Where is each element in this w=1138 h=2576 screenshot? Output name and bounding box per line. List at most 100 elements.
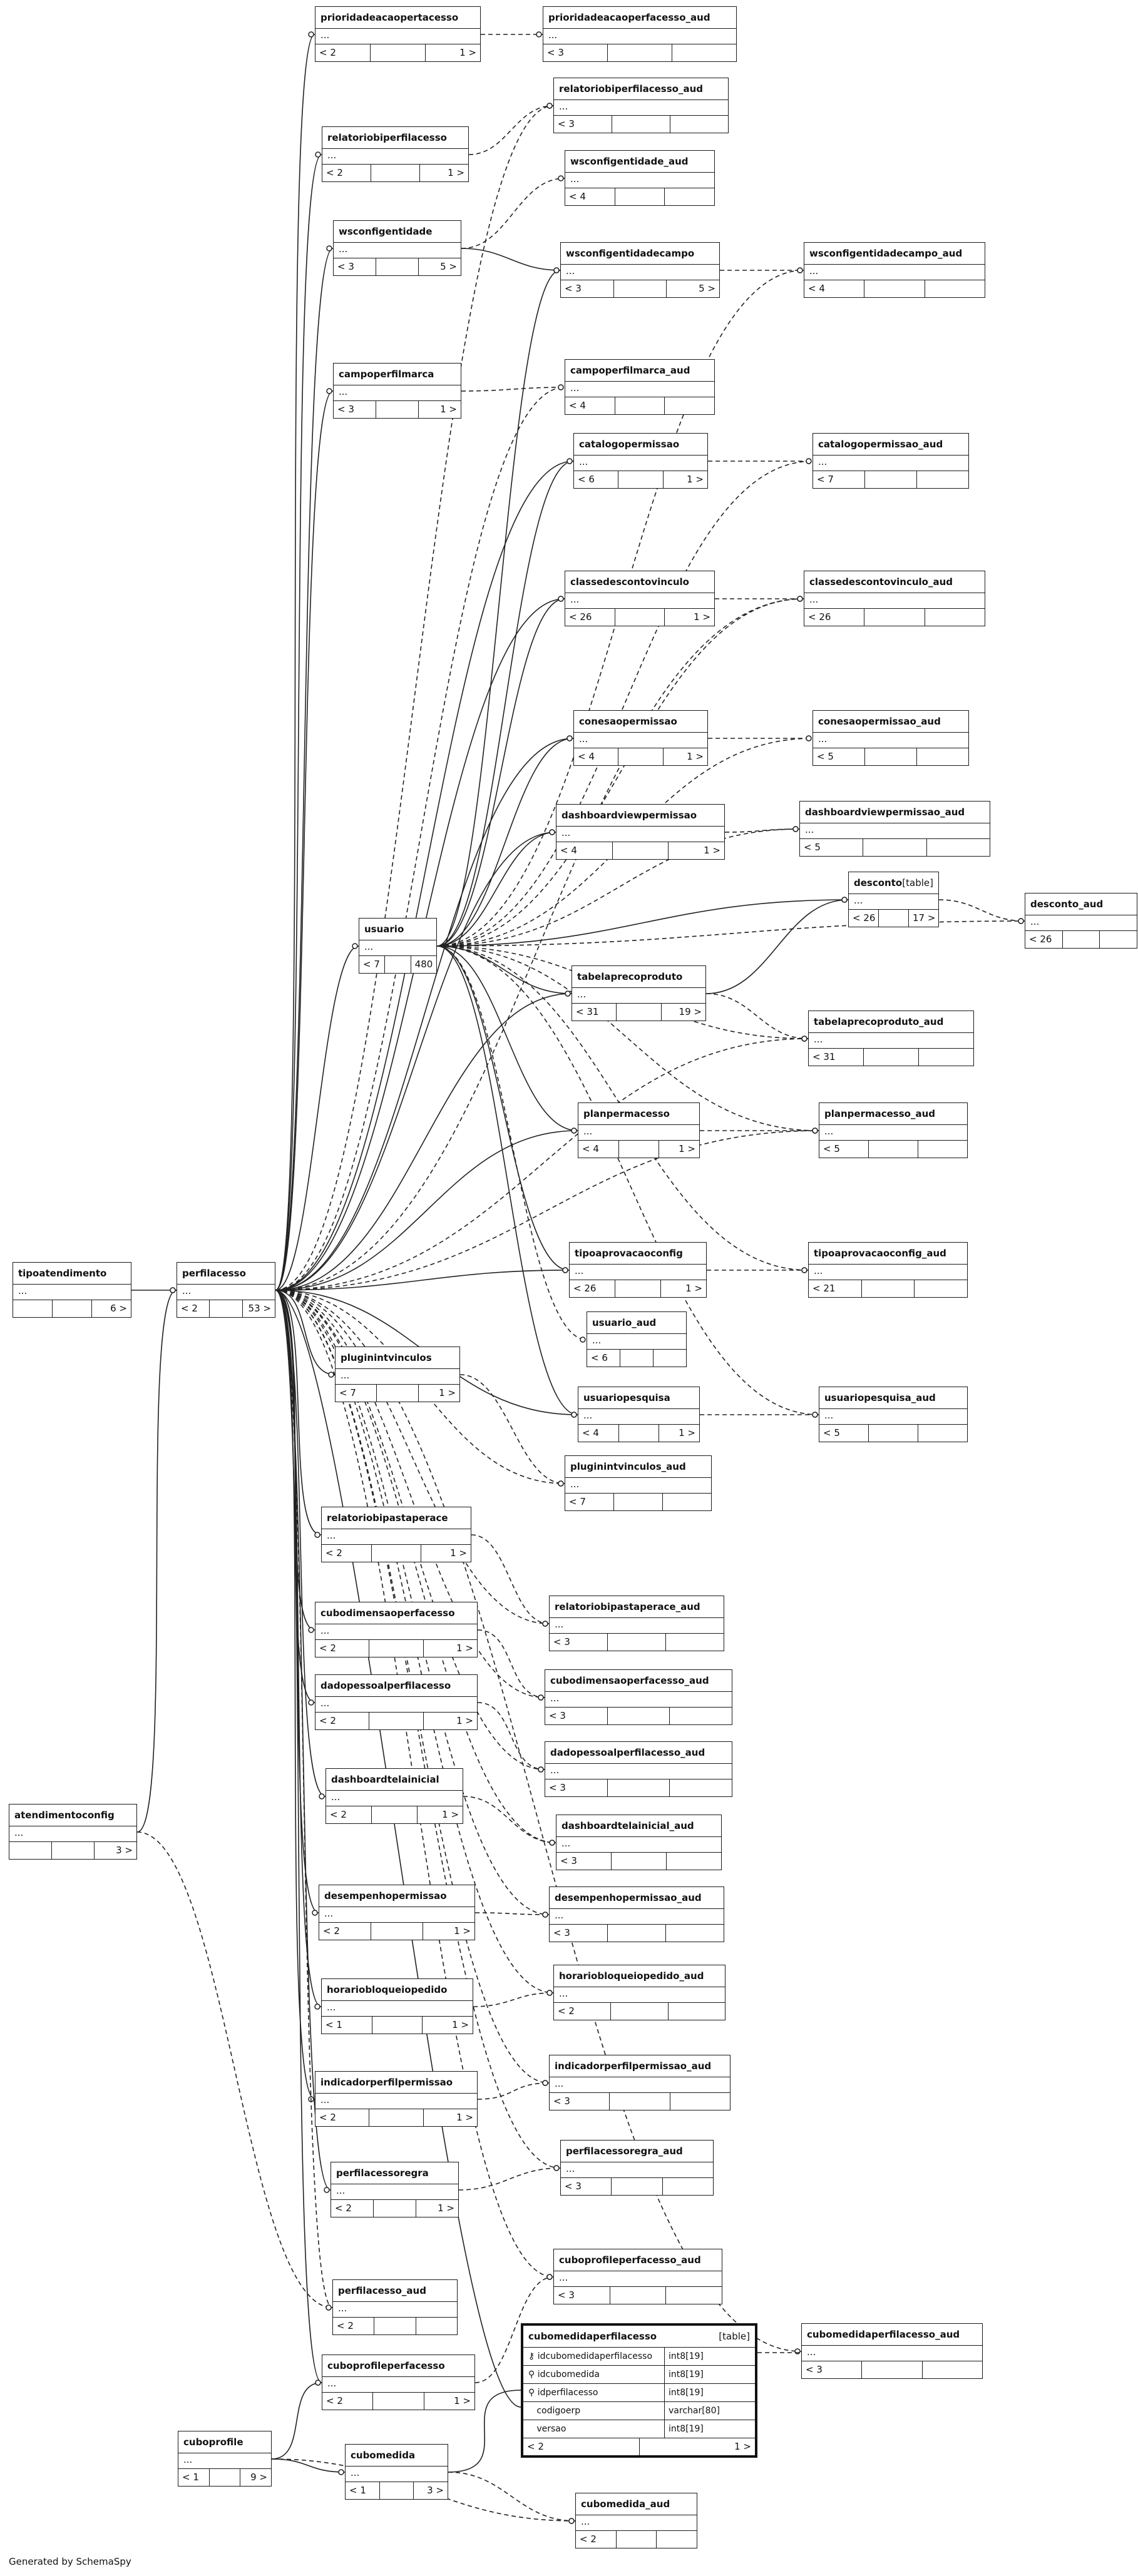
table-campoperfilmarca[interactable]: campoperfilmarca[table]...< 31 > [333, 363, 461, 419]
table-atendimentoconfig[interactable]: atendimentoconfig[table]...3 > [9, 1804, 137, 1860]
table-cubomedida[interactable]: cubomedida[table]...< 13 > [345, 2444, 448, 2500]
table-prioridadeacaopertacesso[interactable]: prioridadeacaopertacesso[table]...< 21 > [315, 6, 481, 62]
incoming-count[interactable]: < 3 [550, 2093, 610, 2110]
incoming-count[interactable]: < 3 [545, 1708, 608, 1724]
incoming-count[interactable]: < 31 [809, 1049, 864, 1066]
outgoing-count[interactable] [670, 116, 728, 133]
outgoing-count[interactable]: 3 > [116, 1845, 133, 1856]
outgoing-count[interactable] [918, 1141, 967, 1158]
outgoing-count[interactable] [927, 839, 990, 856]
outgoing-count[interactable] [669, 2003, 725, 2020]
incoming-count[interactable]: < 3 [561, 280, 614, 297]
table-cuboprofileperfacesso[interactable]: cuboprofileperfacesso[table]...< 21 > [322, 2355, 475, 2410]
incoming-count[interactable]: < 4 [565, 397, 615, 414]
outgoing-count[interactable]: 1 > [450, 1547, 468, 1559]
table-perfilacesso[interactable]: perfilacesso[table]...< 253 > [177, 1262, 275, 1318]
table-tabelaprecoproduto_aud[interactable]: tabelaprecoproduto_aud[table]...< 31 [808, 1011, 974, 1066]
outgoing-count[interactable]: 6 > [110, 1303, 127, 1314]
incoming-count[interactable]: < 21 [809, 1280, 862, 1297]
outgoing-count[interactable]: 1 > [454, 2395, 471, 2406]
table-wsconfigentidade[interactable]: wsconfigentidade[table]...< 35 > [333, 220, 461, 276]
incoming-count[interactable]: < 2 [326, 1806, 372, 1823]
incoming-count[interactable]: < 7 [565, 1494, 614, 1510]
outgoing-count[interactable]: 1 > [440, 404, 457, 415]
incoming-count[interactable]: < 5 [813, 748, 865, 765]
table-classedescontovinculo[interactable]: classedescontovinculo[table]...< 261 > [565, 571, 715, 626]
outgoing-count[interactable]: 19 > [679, 1006, 702, 1017]
incoming-count[interactable]: < 26 [565, 609, 615, 626]
outgoing-count[interactable] [654, 1350, 686, 1367]
table-desempenhopermissao_aud[interactable]: desempenhopermissao_aud[table]...< 3 [549, 1886, 724, 1942]
table-planpermacesso[interactable]: planpermacesso[table]...< 41 > [578, 1102, 700, 1158]
outgoing-count[interactable]: 1 > [456, 2112, 473, 2123]
outgoing-count[interactable]: 17 > [913, 912, 936, 924]
table-dadopessoalperfilacesso_aud[interactable]: dadopessoalperfilacesso_aud[table]...< 3 [545, 1741, 732, 1797]
outgoing-count[interactable] [663, 1494, 711, 1510]
table-usuario_aud[interactable]: usuario_aud[table]...< 6 [587, 1311, 687, 1367]
table-planpermacesso_aud[interactable]: planpermacesso_aud[table]...< 5 [819, 1102, 968, 1158]
outgoing-count[interactable]: 1 > [452, 2019, 469, 2030]
incoming-count[interactable]: < 3 [334, 258, 376, 275]
outgoing-count[interactable]: 1 > [704, 845, 721, 856]
table-tipoatendimento[interactable]: tipoatendimento[table]...6 > [13, 1262, 131, 1318]
table-dashboardviewpermissao[interactable]: dashboardviewpermissao[table]...< 41 > [556, 804, 725, 860]
incoming-count[interactable]: < 26 [804, 609, 865, 626]
outgoing-count[interactable]: 1 > [687, 474, 704, 485]
table-wsconfigentidadecampo[interactable]: wsconfigentidadecampo[table]...< 35 > [560, 242, 720, 298]
incoming-count[interactable]: < 1 [346, 2482, 380, 2499]
incoming-count[interactable]: < 2 [576, 2531, 617, 2548]
table-wsconfigentidade_aud[interactable]: wsconfigentidade_aud[table]...< 4 [565, 150, 715, 206]
incoming-count[interactable]: < 2 [322, 2393, 374, 2410]
incoming-count[interactable]: < 4 [556, 842, 613, 859]
table-perfilacessoregra[interactable]: perfilacessoregra[table]...< 21 > [331, 2162, 459, 2217]
table-catalogopermissao_aud[interactable]: catalogopermissao_aud[table]...< 7 [812, 433, 969, 489]
incoming-count[interactable]: < 2 [315, 44, 371, 61]
table-wsconfigentidadecampo_aud[interactable]: wsconfigentidadecampo_aud[table]...< 4 [804, 242, 985, 298]
outgoing-count[interactable] [666, 1634, 724, 1651]
incoming-count[interactable]: < 7 [359, 956, 386, 973]
outgoing-count[interactable]: 1 > [679, 1427, 696, 1438]
table-relatoriobiperfilacesso_aud[interactable]: relatoriobiperfilacesso_aud[table]...< 3 [553, 78, 729, 133]
incoming-count[interactable]: < 5 [800, 839, 864, 856]
incoming-count[interactable]: < 2 [554, 2003, 612, 2020]
incoming-count[interactable]: < 3 [802, 2361, 863, 2378]
outgoing-count[interactable] [917, 471, 968, 488]
outgoing-count[interactable] [663, 2178, 713, 2195]
table-cubomedidaperfilacesso[interactable]: cubomedidaperfilacesso[table] ⚷ idcubome… [521, 2323, 757, 2458]
table-cubodimensaoperfacesso_aud[interactable]: cubodimensaoperfacesso_aud[table]...< 3 [545, 1669, 732, 1725]
table-conesaopermissao[interactable]: conesaopermissao[table]...< 41 > [573, 710, 708, 766]
table-usuariopesquisa[interactable]: usuariopesquisa[table]...< 41 > [578, 1387, 700, 1442]
outgoing-count[interactable] [665, 397, 714, 414]
outgoing-count[interactable] [667, 1853, 721, 1870]
outgoing-count[interactable]: 1 > [685, 1283, 702, 1294]
incoming-count[interactable]: < 2 [315, 1640, 370, 1657]
incoming-count[interactable]: < 7 [336, 1385, 377, 1402]
incoming-count[interactable]: < 2 [177, 1300, 210, 1317]
outgoing-count[interactable] [918, 1425, 967, 1442]
incoming-count[interactable]: < 2 [331, 2200, 374, 2217]
table-perfilacessoregra_aud[interactable]: perfilacessoregra_aud[table]...< 3 [560, 2140, 714, 2196]
outgoing-count[interactable]: 53 > [248, 1303, 271, 1314]
incoming-count[interactable] [9, 1842, 52, 1859]
incoming-count[interactable]: < 3 [334, 401, 376, 418]
table-pluginintvinculos[interactable]: pluginintvinculos[table]...< 71 > [335, 1347, 460, 1402]
table-tipoaprovacaoconfig_aud[interactable]: tipoaprovacaoconfig_aud[table]...< 21 [808, 1242, 968, 1298]
outgoing-count[interactable]: 9 > [250, 2472, 268, 2483]
incoming-count[interactable]: < 3 [554, 2287, 610, 2304]
incoming-count[interactable]: < 3 [550, 1634, 608, 1651]
table-horariobloqueiopedido[interactable]: horariobloqueiopedido[table]...< 11 > [321, 1978, 473, 2034]
outgoing-count[interactable]: 1 > [448, 167, 464, 178]
outgoing-count[interactable]: 1 > [687, 751, 704, 762]
table-desempenhopermissao[interactable]: desempenhopermissao[table]...< 21 > [319, 1885, 475, 1940]
table-prioridadeacaoperfacesso_aud[interactable]: prioridadeacaoperfacesso_aud[table]...< … [543, 6, 737, 62]
table-usuariopesquisa_aud[interactable]: usuariopesquisa_aud[table]...< 5 [819, 1387, 968, 1442]
outgoing-count[interactable] [915, 1280, 967, 1297]
outgoing-count[interactable] [670, 1779, 732, 1796]
outgoing-count[interactable] [925, 280, 985, 297]
table-cubomedidaperfilacesso_aud[interactable]: cubomedidaperfilacesso_aud[table]...< 3 [801, 2323, 983, 2379]
outgoing-count[interactable]: 1 > [679, 1143, 696, 1154]
incoming-count[interactable]: < 2 [523, 2438, 640, 2455]
outgoing-count[interactable] [666, 1925, 724, 1942]
outgoing-count[interactable]: 480 > [414, 959, 436, 970]
